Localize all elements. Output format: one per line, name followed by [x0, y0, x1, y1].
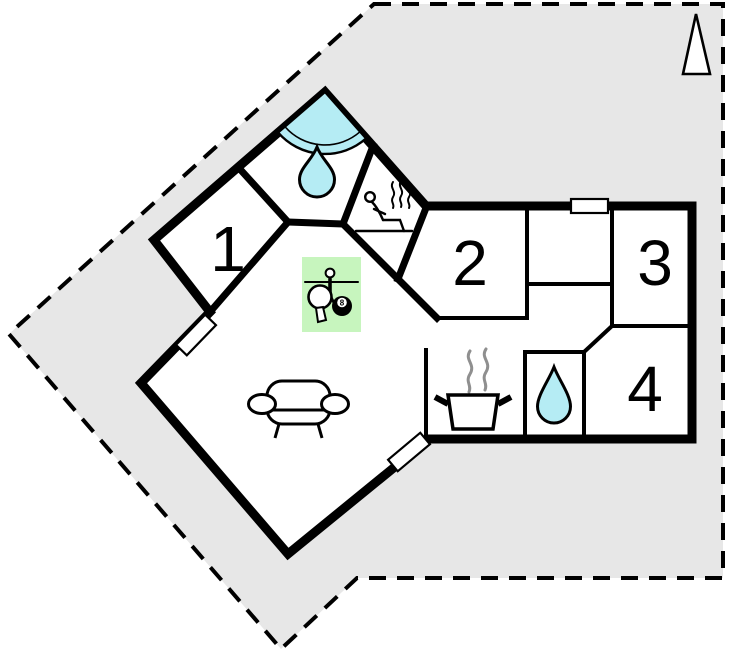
room-4-label: 4 [627, 353, 663, 425]
activity-area: 8 [302, 257, 361, 332]
interior-walls-thin [424, 204, 694, 439]
water-drop-icon [297, 142, 337, 199]
ball-number: 8 [340, 299, 345, 308]
sauna-person-icon [354, 180, 414, 233]
table-tennis-paddle-icon [307, 284, 333, 324]
sofa-icon [247, 379, 350, 439]
room-2-label: 2 [452, 227, 488, 299]
interior-walls-thick [205, 141, 442, 323]
cooking-pot-icon [433, 347, 513, 431]
room-3-label: 3 [637, 227, 673, 299]
window-marker [386, 431, 432, 473]
north-arrow-icon [681, 13, 712, 76]
window-markers [174, 197, 610, 473]
water-drop-icon [535, 362, 573, 425]
window-marker [174, 313, 218, 357]
room-1-label: 1 [210, 213, 246, 285]
billiard-8ball-icon: 8 [332, 296, 352, 316]
window-marker [569, 197, 610, 215]
steam [466, 347, 490, 394]
